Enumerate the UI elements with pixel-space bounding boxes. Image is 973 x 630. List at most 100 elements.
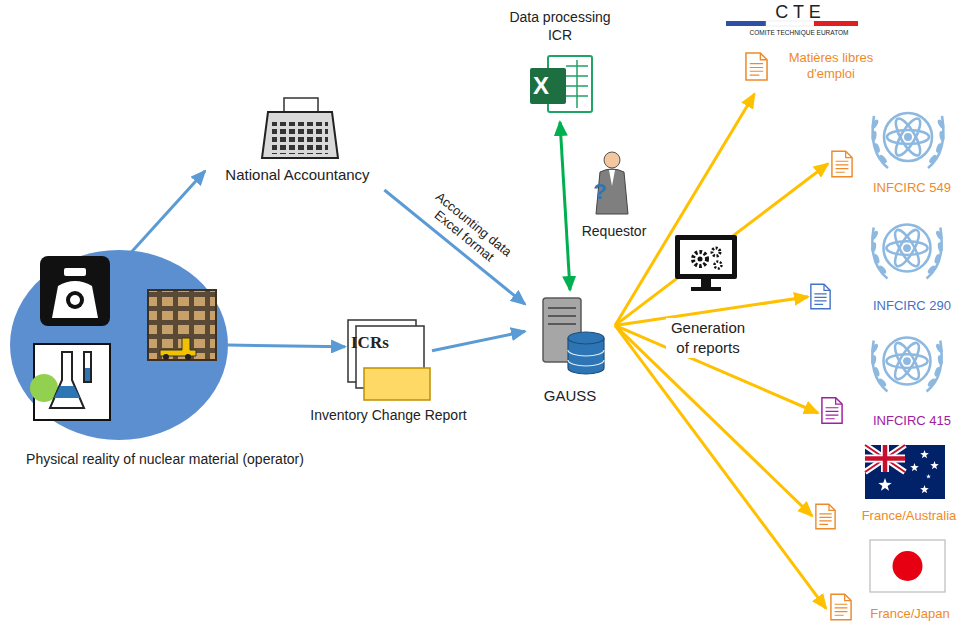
material-ellipse: Physical reality of nuclear material (op… [10, 250, 228, 440]
laboratory-icon [50, 352, 84, 408]
icr-documents-drawing [348, 320, 430, 400]
node-caption: Physical reality of nuclear material (op… [25, 450, 305, 468]
excel-letter: X [530, 72, 552, 100]
excel-processing-node: Data processing ICR X [495, 8, 625, 122]
australia-flag [865, 445, 905, 472]
document-title: ICRs [351, 332, 413, 353]
question-mark: ? [590, 178, 610, 206]
scale-icon [66, 291, 84, 309]
monitor-icon [701, 279, 711, 287]
scale-icon [64, 268, 86, 276]
japan-flag [893, 551, 923, 581]
calculator-icon [272, 122, 328, 154]
iaea-logos [870, 113, 945, 168]
requestor-node: ? Requestor [578, 150, 650, 245]
excel-icon [566, 60, 588, 108]
laboratory-icon [54, 386, 80, 398]
australia-flag [816, 504, 835, 529]
iaea-logos [870, 225, 944, 279]
laboratory-icon [85, 368, 90, 381]
bilateral-report-node: France/Japan [826, 538, 968, 626]
iaea-logos [811, 284, 830, 309]
monitor-icon [675, 235, 737, 279]
monitor-icon [698, 257, 703, 262]
warehouse-icon [148, 290, 216, 360]
warehouse-icon [163, 354, 169, 360]
accountancy-node: National Accountancy [205, 95, 390, 190]
server-icon [568, 332, 604, 344]
scale-icon [40, 256, 110, 326]
flow-arrow [615, 325, 826, 608]
server-icon [543, 298, 604, 374]
flow-arrow [615, 164, 828, 326]
infcirc-report-node: INFCIRC 415 [818, 325, 968, 435]
logo-letters: C T E [736, 2, 860, 22]
japan-flag [870, 540, 945, 592]
excel-icon [530, 68, 566, 104]
flow-arrow [560, 122, 570, 290]
icr-documents-drawing [364, 368, 430, 400]
scale-icon [52, 281, 98, 318]
iaea-logos [811, 113, 946, 423]
australia-flag [865, 445, 945, 499]
warehouse-icon [185, 354, 191, 360]
laboratory-icon [84, 352, 91, 382]
infcirc-report-node: INFCIRC 549 [828, 102, 968, 200]
monitor-icon [680, 240, 732, 274]
australia-flag [865, 445, 905, 472]
monitor-icon [693, 252, 707, 266]
warehouse-icon [148, 290, 216, 360]
server-icon [568, 350, 604, 366]
requestor-icon [609, 170, 615, 186]
japan-flag [831, 594, 851, 620]
australia-flag [910, 463, 919, 471]
flow-arrow [228, 345, 345, 347]
australia-flag [920, 450, 929, 458]
australia-flag [920, 485, 929, 493]
australia-flag [926, 474, 931, 479]
laboratory-icon [30, 344, 110, 420]
cte-logo [726, 21, 766, 26]
bilateral-report-node: France/Australia [812, 442, 970, 532]
australia-flag [878, 478, 891, 491]
scale-icon [40, 256, 110, 326]
report-name: France/Japan [854, 606, 966, 622]
report-name: INFCIRC 415 [858, 413, 966, 429]
iaea-logos [870, 338, 944, 392]
monitor-icon [712, 248, 720, 256]
node-caption: Data processing ICR [504, 8, 616, 44]
flow-arrow [130, 171, 205, 254]
icr-document-node: ICRsInventory Change Report [345, 318, 432, 400]
node-caption: GAUSS [525, 386, 615, 405]
flow-arrow [615, 94, 754, 325]
report-name: Matières libres d'emploi [774, 50, 888, 82]
flow-arrow [432, 331, 525, 351]
iaea-logos [822, 398, 842, 424]
monitor-icon [691, 287, 721, 291]
warehouse-icon [160, 338, 196, 356]
calculator-icon [262, 112, 338, 158]
server-icon [568, 332, 604, 374]
calculator-icon [262, 98, 338, 158]
report-generator-node: Generation of reports [652, 232, 764, 380]
australia-flag [930, 461, 939, 469]
monitor-icon [675, 235, 737, 291]
report-name: France/Australia [850, 508, 968, 524]
report-name: INFCIRC 290 [858, 298, 966, 314]
requestor-icon [604, 152, 620, 168]
server-icon [548, 308, 576, 324]
australia-flag [865, 445, 905, 472]
material-ellipse-drawing [10, 250, 228, 440]
iaea-logos [832, 151, 852, 177]
logo-subtitle: COMITE TECHNIQUE EURATOM [724, 29, 874, 37]
cte-report-node: C T E COMITE TECHNIQUE EURATOM Matières li… [720, 2, 892, 94]
australia-flag [865, 445, 905, 472]
infcirc-report-node: INFCIRC 290 [808, 212, 968, 318]
excel-icon [530, 56, 592, 112]
node-caption: Generation of reports [666, 318, 750, 358]
node-caption: National Accountancy [205, 165, 390, 184]
cte-logo [746, 53, 767, 80]
node-caption: Requestor [578, 222, 650, 240]
